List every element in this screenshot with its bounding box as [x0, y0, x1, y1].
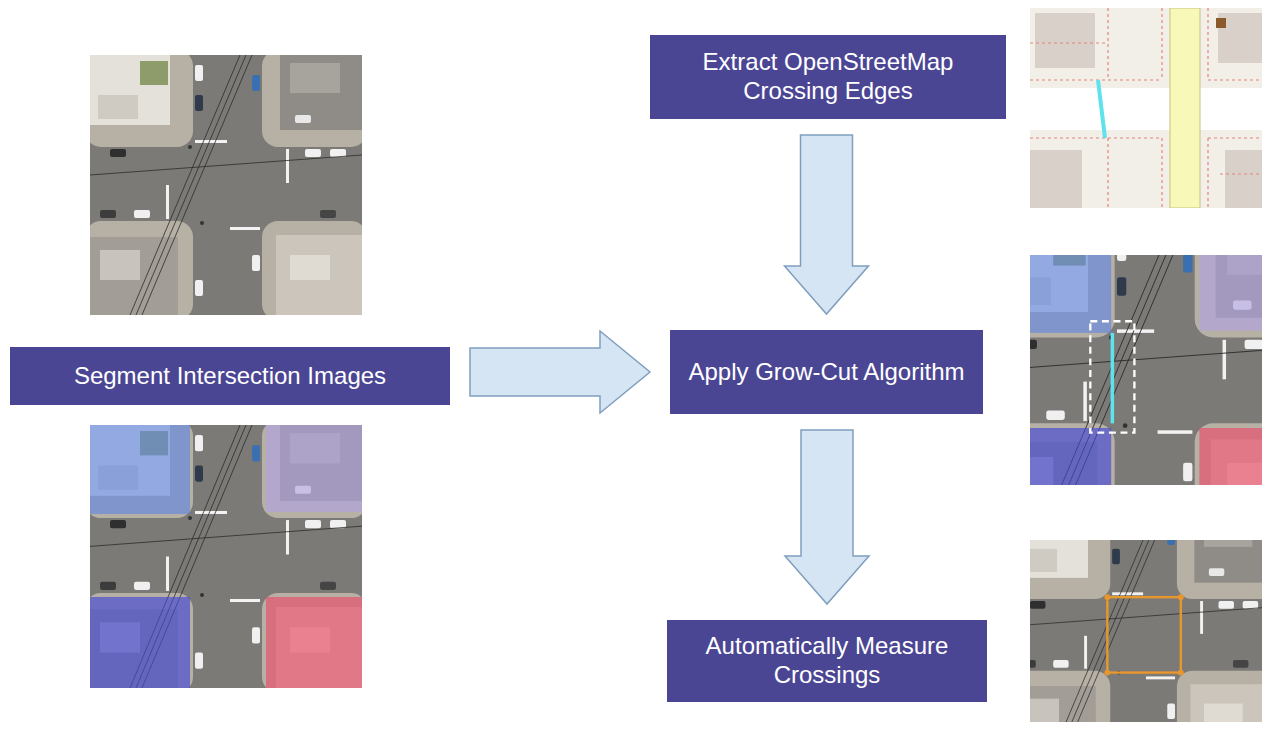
process-box: Automatically Measure Crossings: [667, 620, 987, 702]
block-arrow: [785, 430, 869, 604]
map-building: [1035, 13, 1095, 68]
map-building: [1225, 150, 1262, 208]
box-label: Apply Grow-Cut Algorithm: [688, 358, 964, 387]
growcut-photo: [989, 225, 1264, 538]
crossing-edge: [1098, 80, 1105, 138]
measured-photo: [1006, 505, 1264, 734]
map-footway: [1030, 8, 1262, 208]
block-arrow: [470, 331, 650, 413]
intersection-photo: [85, 50, 367, 320]
box-label: Extract OpenStreetMap Crossing Edges: [664, 48, 992, 106]
measured-crossings: [1107, 597, 1180, 672]
process-box: Apply Grow-Cut Algorithm: [670, 330, 983, 414]
segmentation-overlay: [90, 425, 362, 688]
process-box: Extract OpenStreetMap Crossing Edges: [650, 35, 1006, 119]
aerial-photo: [989, 225, 1264, 538]
map-building: [1030, 150, 1082, 208]
box-label: Automatically Measure Crossings: [681, 632, 973, 690]
aerial-photo: [1006, 505, 1264, 734]
map-main-road: [1170, 8, 1200, 208]
block-arrow: [785, 135, 869, 314]
segmented-photo: [85, 420, 367, 693]
search-window: [1090, 321, 1134, 432]
map-ground: [1030, 8, 1262, 208]
map-road: [1030, 88, 1262, 130]
crossing-ends: [1104, 594, 1183, 675]
aerial-photo: [85, 50, 367, 320]
aerial-photo: [85, 420, 367, 693]
map-icon: [1216, 18, 1226, 28]
box-label: Segment Intersection Images: [74, 362, 386, 391]
segmentation-overlay: [995, 231, 1264, 533]
process-box: Segment Intersection Images: [10, 347, 450, 405]
crossing-edge: [1111, 333, 1114, 423]
osm-map: [1030, 8, 1262, 208]
